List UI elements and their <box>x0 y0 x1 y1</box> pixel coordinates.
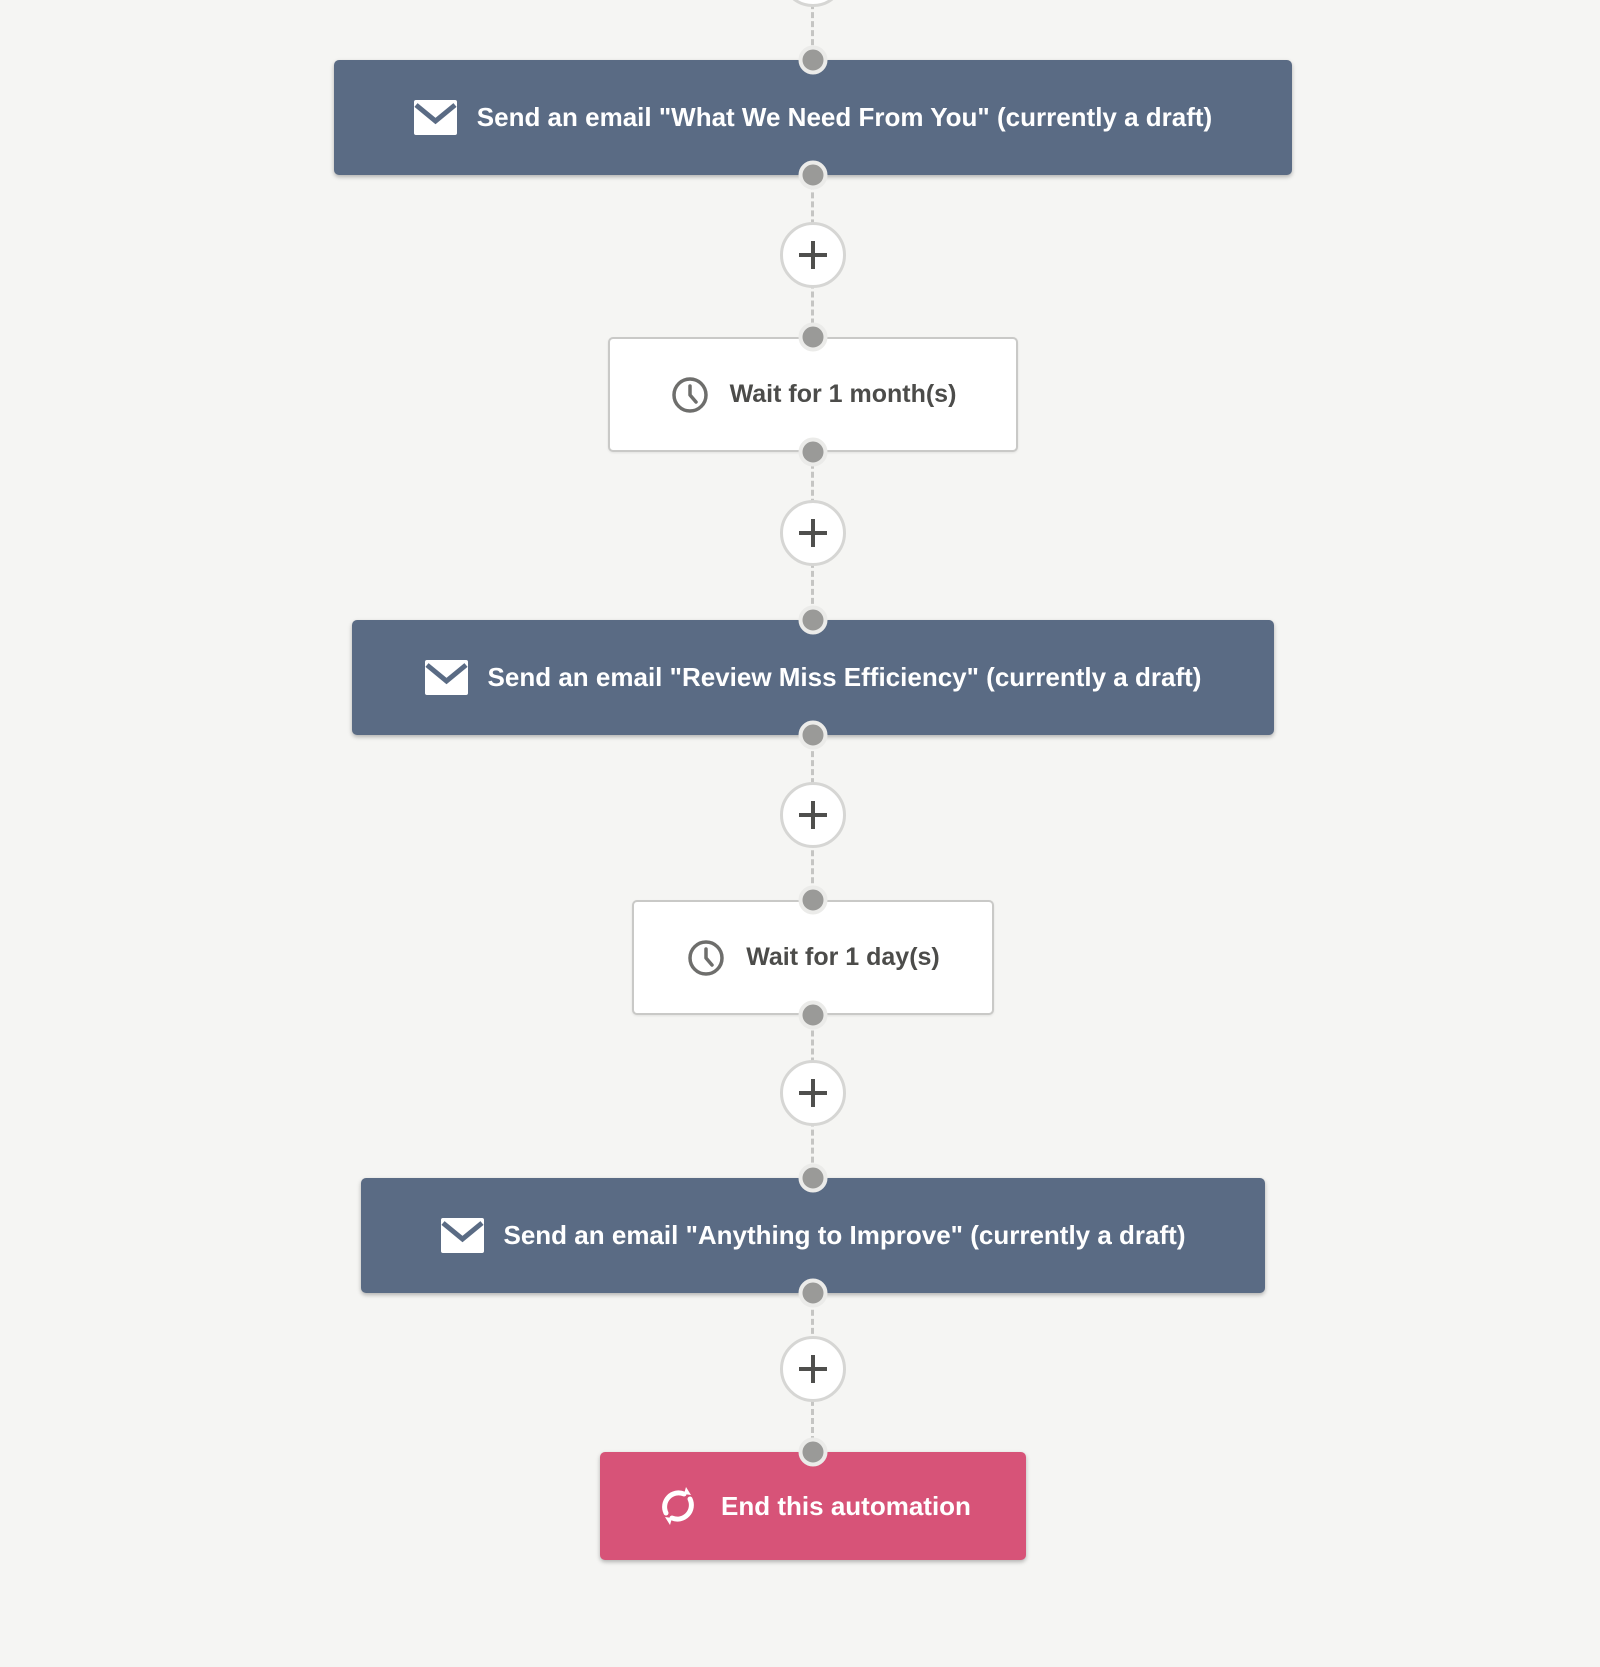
connector-dot <box>798 1278 828 1308</box>
connector-dot <box>798 322 828 352</box>
connector-dot <box>798 1000 828 1030</box>
loop-arrows-icon <box>655 1485 701 1527</box>
envelope-icon <box>440 1218 484 1253</box>
clock-icon <box>686 938 726 978</box>
connector-dot <box>798 885 828 915</box>
wait-node[interactable]: Wait for 1 day(s) <box>632 900 994 1015</box>
add-action-button[interactable] <box>780 782 846 848</box>
add-action-button[interactable] <box>780 500 846 566</box>
add-action-button[interactable] <box>780 1060 846 1126</box>
add-action-button[interactable] <box>780 1336 846 1402</box>
wait-node[interactable]: Wait for 1 month(s) <box>608 337 1018 452</box>
envelope-icon <box>413 100 457 135</box>
connector-dot <box>798 437 828 467</box>
clock-icon <box>670 375 710 415</box>
plus-icon <box>795 797 831 833</box>
plus-icon <box>795 1075 831 1111</box>
add-action-button[interactable] <box>780 0 846 7</box>
connector-dot <box>798 605 828 635</box>
connector-dot <box>798 1437 828 1467</box>
plus-icon <box>795 515 831 551</box>
connector-dot <box>798 720 828 750</box>
node-label: Send an email "Review Miss Efficiency" (… <box>487 662 1202 692</box>
connector-dot <box>798 45 828 75</box>
add-action-button[interactable] <box>780 222 846 288</box>
node-label: Wait for 1 month(s) <box>729 380 957 408</box>
node-label: Wait for 1 day(s) <box>746 943 940 971</box>
node-label: Send an email "Anything to Improve" (cur… <box>503 1220 1186 1250</box>
send-email-node[interactable]: Send an email "Anything to Improve" (cur… <box>361 1178 1265 1293</box>
plus-icon <box>795 237 831 273</box>
send-email-node[interactable]: Send an email "What We Need From You" (c… <box>334 60 1292 175</box>
connector-dot <box>798 160 828 190</box>
send-email-node[interactable]: Send an email "Review Miss Efficiency" (… <box>352 620 1274 735</box>
node-label: Send an email "What We Need From You" (c… <box>476 102 1213 132</box>
node-label: End this automation <box>721 1490 971 1521</box>
envelope-icon <box>424 660 468 695</box>
connector-dot <box>798 1163 828 1193</box>
end-automation-node[interactable]: End this automation <box>600 1452 1026 1560</box>
plus-icon <box>795 1351 831 1387</box>
